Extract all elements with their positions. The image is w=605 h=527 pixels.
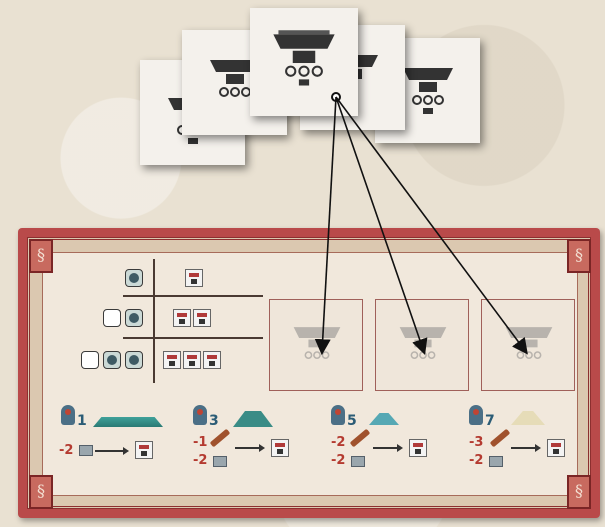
level-number: 3 xyxy=(209,413,219,429)
arrow-icon xyxy=(95,450,125,452)
stone-icon xyxy=(213,456,227,467)
glyph-card-icon xyxy=(185,269,203,287)
cost-label: -2 xyxy=(59,443,73,458)
grid-divider xyxy=(123,337,263,339)
tile-slot[interactable] xyxy=(375,299,469,391)
glyph-card-icon xyxy=(173,309,191,327)
glyph-temple-icon xyxy=(386,310,460,380)
board-panel: § § § § xyxy=(42,252,578,496)
shield-token-icon xyxy=(125,269,143,287)
cost-label: -2 xyxy=(331,453,345,468)
arrow-icon xyxy=(235,447,261,449)
glyph-card-icon xyxy=(183,351,201,369)
pyramid-icon xyxy=(93,417,163,427)
shield-token-icon xyxy=(125,309,143,327)
glyph-card-icon xyxy=(409,439,427,457)
glyph-card-icon xyxy=(163,351,181,369)
cost-label: -2 xyxy=(331,435,345,450)
level-number: 1 xyxy=(77,413,87,429)
shield-token-icon xyxy=(125,351,143,369)
tool-icon xyxy=(490,429,511,448)
blank-token-icon xyxy=(103,309,121,327)
arrow-icon xyxy=(511,447,537,449)
board-frame: § § § § xyxy=(27,237,591,509)
level-number: 7 xyxy=(485,413,495,429)
glyph-temple-icon xyxy=(492,310,566,380)
game-board: § § § § xyxy=(18,228,600,518)
idol-icon xyxy=(193,405,207,425)
cost-label: -3 xyxy=(469,435,483,450)
pyramid-icon xyxy=(511,411,545,425)
idol-icon xyxy=(331,405,345,425)
spiral-ornament-icon: § xyxy=(567,475,591,509)
arrow-icon xyxy=(373,447,399,449)
idol-icon xyxy=(469,405,483,425)
tile-slot[interactable] xyxy=(481,299,575,391)
glyph-card-icon xyxy=(547,439,565,457)
glyph-card-icon xyxy=(135,441,153,459)
stone-icon xyxy=(489,456,503,467)
glyph-card-icon xyxy=(203,351,221,369)
cost-label: -2 xyxy=(469,453,483,468)
pyramid-icon xyxy=(369,413,399,425)
grid-divider xyxy=(153,259,155,383)
tool-icon xyxy=(210,429,231,448)
tile-card-top[interactable] xyxy=(250,8,358,116)
glyph-card-icon xyxy=(193,309,211,327)
tile-slot[interactable] xyxy=(269,299,363,391)
spiral-ornament-icon: § xyxy=(29,475,53,509)
glyph-temple-icon xyxy=(280,310,354,380)
shield-token-icon xyxy=(103,351,121,369)
cost-label: -2 xyxy=(193,453,207,468)
blank-token-icon xyxy=(81,351,99,369)
grid-divider xyxy=(123,295,263,297)
level-number: 5 xyxy=(347,413,357,429)
stone-icon xyxy=(79,445,93,456)
pyramid-icon xyxy=(233,411,273,427)
glyph-card-icon xyxy=(271,439,289,457)
tool-icon xyxy=(350,429,371,448)
spiral-ornament-icon: § xyxy=(29,239,53,273)
glyph-temple-icon xyxy=(258,16,350,108)
cost-label: -1 xyxy=(193,435,207,450)
spiral-ornament-icon: § xyxy=(567,239,591,273)
idol-icon xyxy=(61,405,75,425)
stone-icon xyxy=(351,456,365,467)
